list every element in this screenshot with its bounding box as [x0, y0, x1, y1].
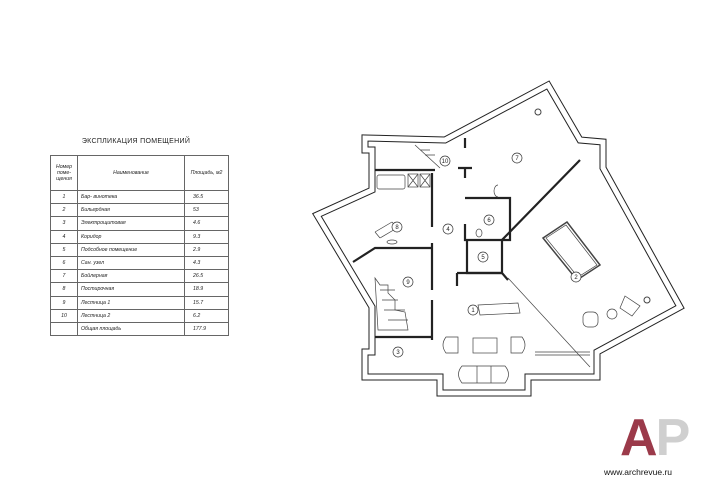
room-label-6: 6 [487, 218, 491, 224]
total-area: 177.9 [184, 321, 229, 337]
room-area: 4.6 [184, 216, 229, 231]
interior-walls [352, 138, 581, 340]
room-label-circle [467, 304, 479, 316]
room-label-3: 3 [396, 350, 400, 356]
room-label-10: 10 [442, 159, 449, 165]
room-label-circle [391, 221, 403, 233]
room-label-5: 5 [481, 255, 485, 261]
room-label-9: 9 [406, 280, 410, 286]
fixtures [374, 108, 651, 384]
room-area: 18.9 [184, 282, 229, 297]
room-label-circle [570, 271, 582, 283]
room-label-1: 1 [471, 308, 475, 314]
room-label-7: 7 [515, 156, 519, 162]
room-label-2: 2 [574, 275, 578, 281]
header-name: Наименование [77, 155, 185, 191]
header-number: Номер поме-щения [50, 155, 78, 191]
table-total-row: Общая площадь 177.9 [50, 321, 229, 337]
total-label: Общая площадь [77, 321, 185, 337]
room-label-circle [483, 214, 495, 226]
room-label-circle [442, 223, 454, 235]
room-label-circle [402, 276, 414, 288]
room-label-circle [511, 152, 523, 164]
logo-url: www.archrevue.ru [604, 467, 673, 477]
archrevue-logo: AP [620, 409, 690, 467]
room-label-circle [477, 251, 489, 263]
room-label-4: 4 [446, 227, 450, 233]
room-label-circle [439, 155, 451, 167]
room-label-circle [392, 346, 404, 358]
explication-title: ЭКСПЛИКАЦИЯ ПОМЕЩЕНИЙ [81, 138, 191, 145]
room-label-8: 8 [395, 225, 399, 231]
billiard-table [541, 220, 602, 281]
explication-table: Номер поме-щения Наименование Площадь, м… [50, 155, 229, 337]
